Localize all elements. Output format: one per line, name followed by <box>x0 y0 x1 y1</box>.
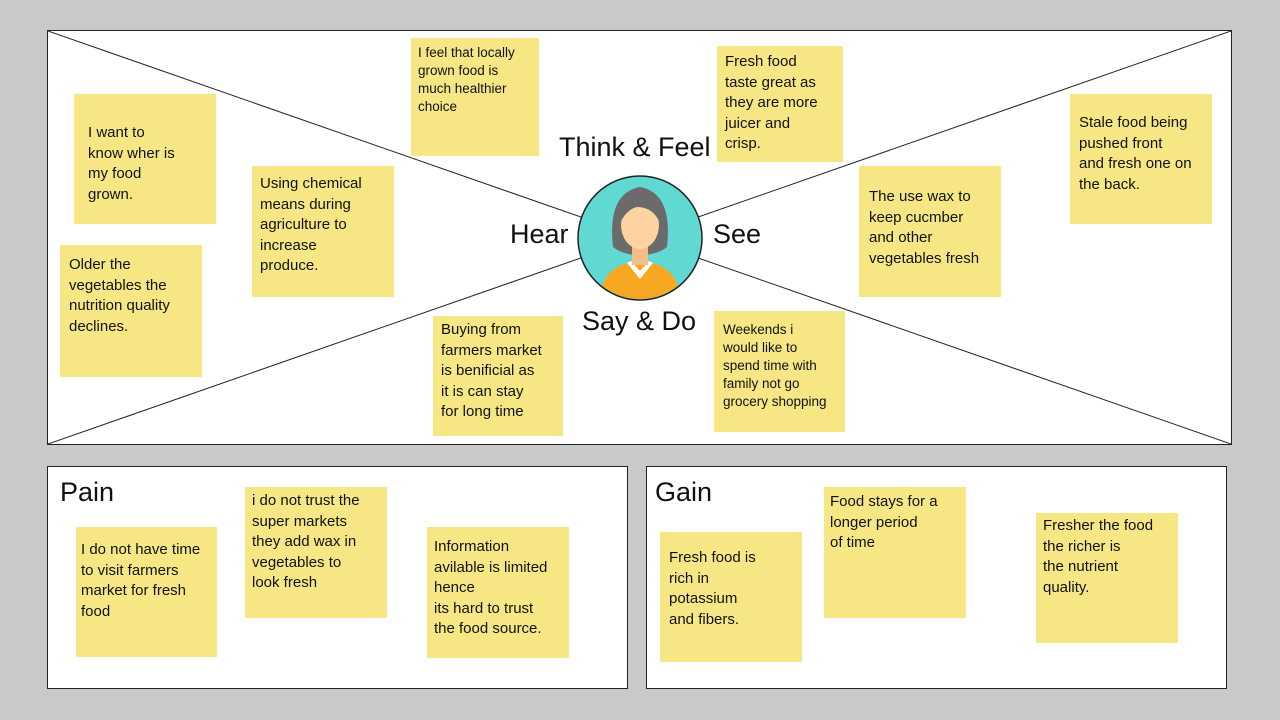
pain-title: Pain <box>60 477 115 507</box>
sticky-note: I do not have time to visit farmers mark… <box>76 527 217 657</box>
sticky-note: Buying from farmers market is benificial… <box>433 316 563 436</box>
sticky-note: I want to know wher is my food grown. <box>74 94 216 224</box>
sticky-note: Fresh food taste great as they are more … <box>717 46 843 162</box>
sticky-note: Using chemical means during agriculture … <box>252 166 394 297</box>
sticky-note: Weekends i would like to spend time with… <box>714 311 845 432</box>
think-feel-label: Think & Feel <box>559 132 711 162</box>
sticky-note: The use wax to keep cucmber and other ve… <box>859 166 1001 297</box>
sticky-note: Fresh food is rich in potassium and fibe… <box>660 532 802 662</box>
see-label: See <box>713 219 762 249</box>
sticky-note: Food stays for a longer period of time <box>824 487 966 618</box>
sticky-note: Fresher the food the richer is the nutri… <box>1036 513 1178 643</box>
person-avatar-icon <box>577 175 703 301</box>
sticky-note: Stale food being pushed front and fresh … <box>1070 94 1212 224</box>
sticky-note: Information avilable is limited hence it… <box>427 527 569 658</box>
gain-title: Gain <box>655 477 713 507</box>
sticky-note: i do not trust the super markets they ad… <box>245 487 387 618</box>
sticky-note: Older the vegetables the nutrition quali… <box>60 245 202 377</box>
hear-label: Hear <box>510 219 569 249</box>
say-do-label: Say & Do <box>582 306 697 336</box>
sticky-note: I feel that locally grown food is much h… <box>411 38 539 156</box>
